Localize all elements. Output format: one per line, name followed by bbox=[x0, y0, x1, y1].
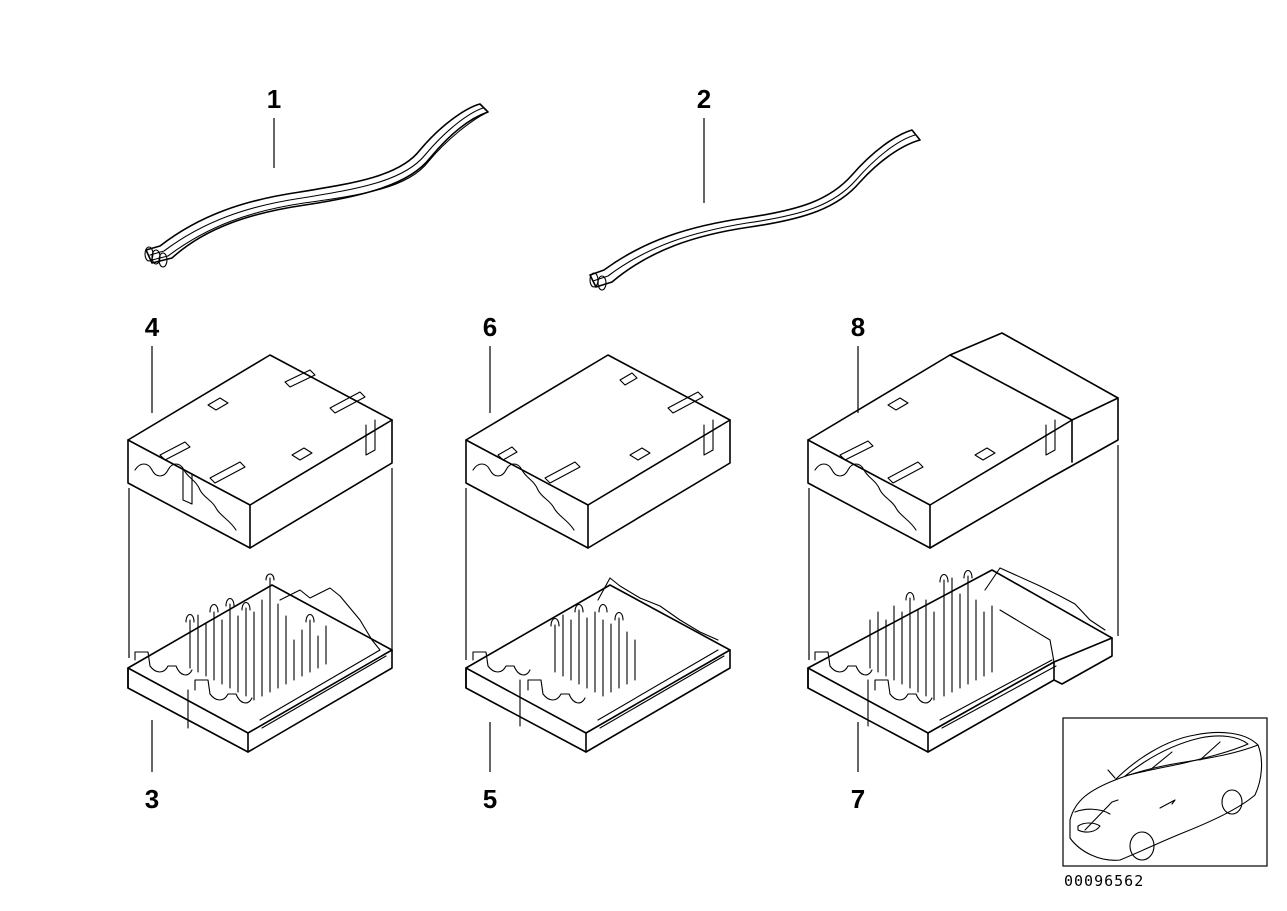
vehicle-locator-inset bbox=[1062, 717, 1268, 867]
callout-2: 2 bbox=[697, 84, 711, 114]
connector-cover-icon bbox=[127, 354, 393, 549]
connector-cover-icon bbox=[807, 332, 1119, 549]
callout-8: 8 bbox=[851, 312, 865, 342]
terminal-pins-icon bbox=[185, 573, 327, 701]
callout-6: 6 bbox=[483, 312, 497, 342]
inset-frame bbox=[1062, 717, 1268, 867]
callout-5: 5 bbox=[483, 784, 497, 814]
callout-7: 7 bbox=[851, 784, 865, 814]
document-number: 00096562 bbox=[1064, 872, 1144, 890]
terminal-pins-icon bbox=[869, 569, 993, 701]
terminal-block-icon bbox=[127, 573, 393, 753]
car-locator-icon bbox=[1069, 731, 1263, 861]
callout-3: 3 bbox=[145, 784, 159, 814]
terminal-block-icon bbox=[807, 567, 1113, 753]
callout-4: 4 bbox=[145, 312, 160, 342]
locator-arrow-icon bbox=[1084, 799, 1119, 831]
terminal-block-icon bbox=[465, 577, 731, 753]
callout-1: 1 bbox=[267, 84, 281, 114]
ribbon-cable-2-wire-icon bbox=[589, 129, 921, 291]
ribbon-cable-3-wire-icon bbox=[144, 103, 489, 268]
terminal-pins-icon bbox=[550, 603, 636, 697]
connector-cover-icon bbox=[465, 354, 731, 549]
